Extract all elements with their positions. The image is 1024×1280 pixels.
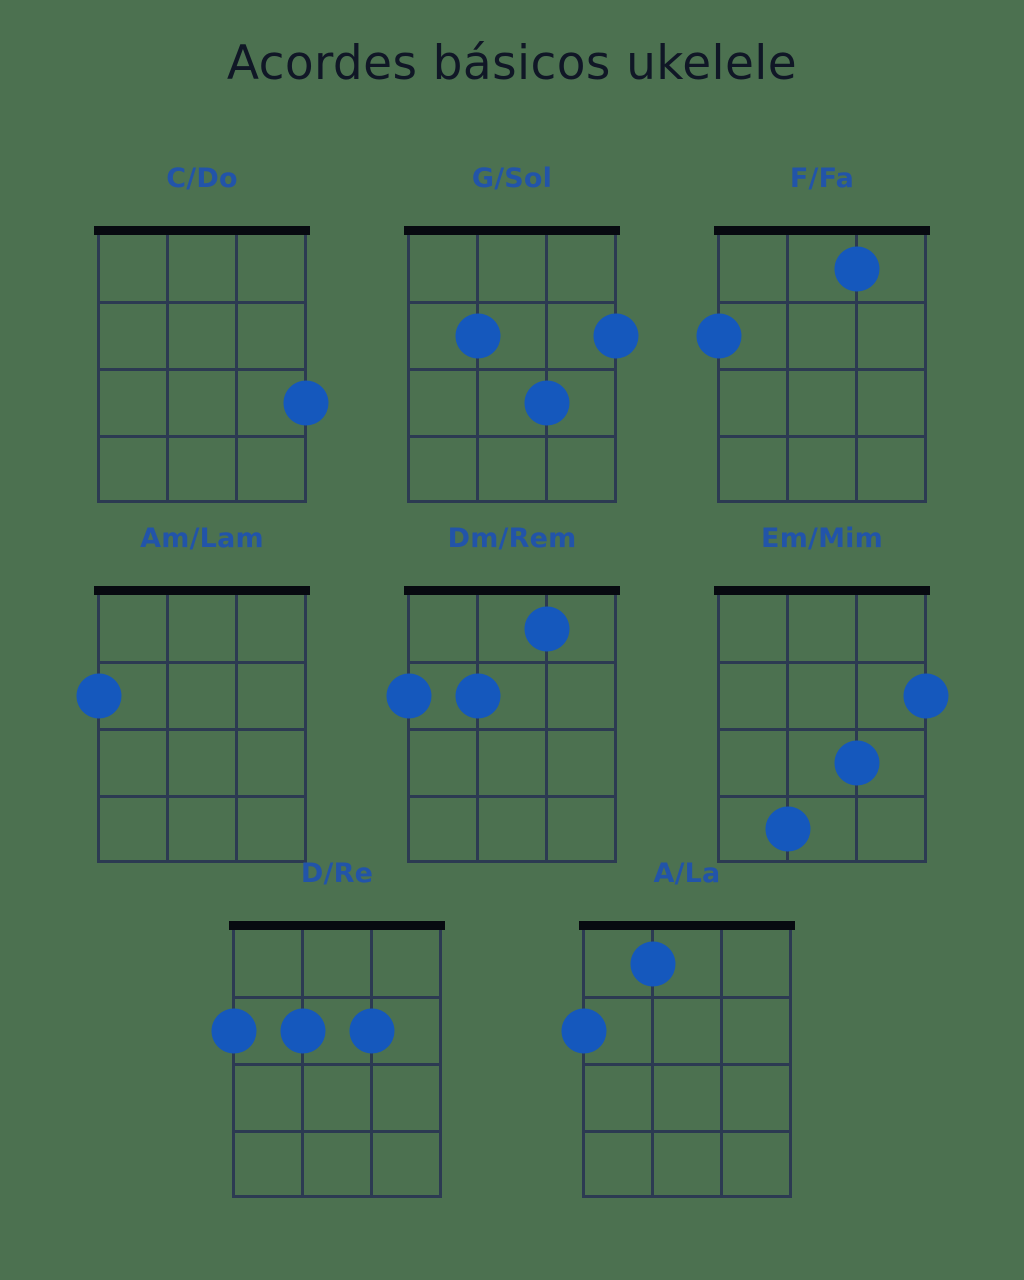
fret-line-4 <box>717 500 927 503</box>
finger-dot[interactable] <box>834 246 879 292</box>
fret-line-1 <box>717 661 927 664</box>
page-title: Acordes básicos ukelele <box>226 36 798 91</box>
nut <box>94 586 310 595</box>
nut <box>579 921 795 930</box>
fret-line-3 <box>232 1130 442 1133</box>
nut <box>714 226 930 235</box>
fret-line-2 <box>407 728 617 731</box>
finger-dot[interactable] <box>386 673 431 718</box>
fret-line-3 <box>407 795 617 798</box>
chord-label: Dm/Rem <box>447 523 577 554</box>
finger-dot[interactable] <box>524 606 569 652</box>
chord-diagram-am-lam[interactable]: Am/Lam <box>76 522 326 874</box>
finger-dot[interactable] <box>76 673 121 718</box>
fret-line-3 <box>717 435 927 438</box>
fret-line-1 <box>717 301 927 304</box>
fretboard <box>388 226 638 514</box>
fret-line-4 <box>232 1195 442 1198</box>
fretboard <box>561 921 811 1209</box>
chord-diagram-c-do[interactable]: C/Do <box>78 162 328 514</box>
finger-dot[interactable] <box>524 380 569 425</box>
fret-line-1 <box>97 661 307 664</box>
fretboard <box>696 226 946 514</box>
nut <box>229 921 445 930</box>
chord-label: F/Fa <box>789 163 855 194</box>
nut <box>404 226 620 235</box>
nut <box>94 226 310 235</box>
chord-diagram-g-sol[interactable]: G/Sol <box>388 162 638 514</box>
chord-label: Em/Mim <box>761 523 883 554</box>
fret-line-4 <box>97 500 307 503</box>
chord-row-3: D/Re A/La <box>0 857 1024 1209</box>
fret-line-2 <box>97 728 307 731</box>
fret-line-2 <box>582 1063 792 1066</box>
finger-dot[interactable] <box>280 1008 325 1053</box>
chord-label: D/Re <box>300 858 374 889</box>
fret-line-2 <box>717 728 927 731</box>
fret-line-2 <box>97 368 307 371</box>
nut <box>714 586 930 595</box>
fret-line-1 <box>407 301 617 304</box>
fretboard <box>78 226 328 514</box>
fret-line-3 <box>717 795 927 798</box>
fret-line-4 <box>582 1195 792 1198</box>
finger-dot[interactable] <box>630 941 675 987</box>
chord-diagram-a-la[interactable]: A/La <box>561 857 811 1209</box>
fret-line-1 <box>97 301 307 304</box>
chord-diagram-em-mim[interactable]: Em/Mim <box>698 522 948 874</box>
chord-label: C/Do <box>166 163 238 194</box>
chord-row-2: Am/Lam Dm/Rem Em/Mim <box>0 522 1024 874</box>
chord-row-1: C/Do G/Sol F/Fa <box>0 162 1024 514</box>
fret-line-3 <box>582 1130 792 1133</box>
finger-dot[interactable] <box>765 806 810 851</box>
fret-line-4 <box>407 500 617 503</box>
fret-line-4 <box>97 860 307 863</box>
chord-label: Am/Lam <box>140 523 264 554</box>
finger-dot[interactable] <box>903 673 948 718</box>
finger-dot[interactable] <box>593 313 638 358</box>
fret-line-2 <box>717 368 927 371</box>
chord-label: A/La <box>653 858 721 889</box>
fretboard <box>211 921 461 1209</box>
chord-diagram-d-re[interactable]: D/Re <box>211 857 461 1209</box>
finger-dot[interactable] <box>349 1008 394 1053</box>
fret-line-4 <box>717 860 927 863</box>
fret-line-1 <box>232 996 442 999</box>
fret-line-3 <box>97 795 307 798</box>
fretboard <box>76 586 326 874</box>
finger-dot[interactable] <box>455 313 500 358</box>
fret-line-3 <box>407 435 617 438</box>
fretboard <box>698 586 948 874</box>
finger-dot[interactable] <box>283 380 328 425</box>
fret-line-1 <box>407 661 617 664</box>
finger-dot[interactable] <box>834 740 879 785</box>
chord-diagram-f-fa[interactable]: F/Fa <box>696 162 946 514</box>
fret-line-4 <box>407 860 617 863</box>
finger-dot[interactable] <box>561 1008 606 1053</box>
finger-dot[interactable] <box>696 313 741 358</box>
fret-line-2 <box>232 1063 442 1066</box>
finger-dot[interactable] <box>211 1008 256 1053</box>
fretboard <box>386 586 636 874</box>
chord-diagram-dm-rem[interactable]: Dm/Rem <box>386 522 636 874</box>
chord-label: G/Sol <box>471 163 553 194</box>
fret-line-3 <box>97 435 307 438</box>
fret-line-1 <box>582 996 792 999</box>
finger-dot[interactable] <box>455 673 500 718</box>
fret-line-2 <box>407 368 617 371</box>
nut <box>404 586 620 595</box>
